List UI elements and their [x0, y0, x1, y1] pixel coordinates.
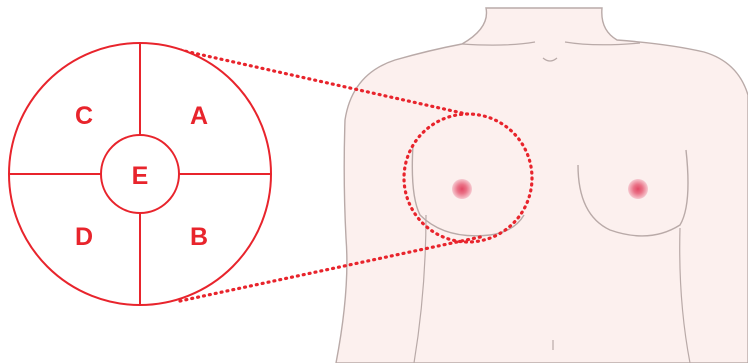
torso-illustration	[336, 8, 748, 363]
region-label-d: D	[75, 223, 93, 251]
torso-silhouette	[336, 8, 748, 363]
region-label-a: A	[190, 102, 208, 130]
region-label-c: C	[75, 102, 93, 130]
left-nipple	[452, 179, 472, 199]
right-nipple	[628, 179, 648, 199]
region-label-b: B	[190, 223, 208, 251]
region-label-e: E	[132, 162, 149, 190]
quadrant-diagram: C A E D B	[9, 43, 271, 305]
